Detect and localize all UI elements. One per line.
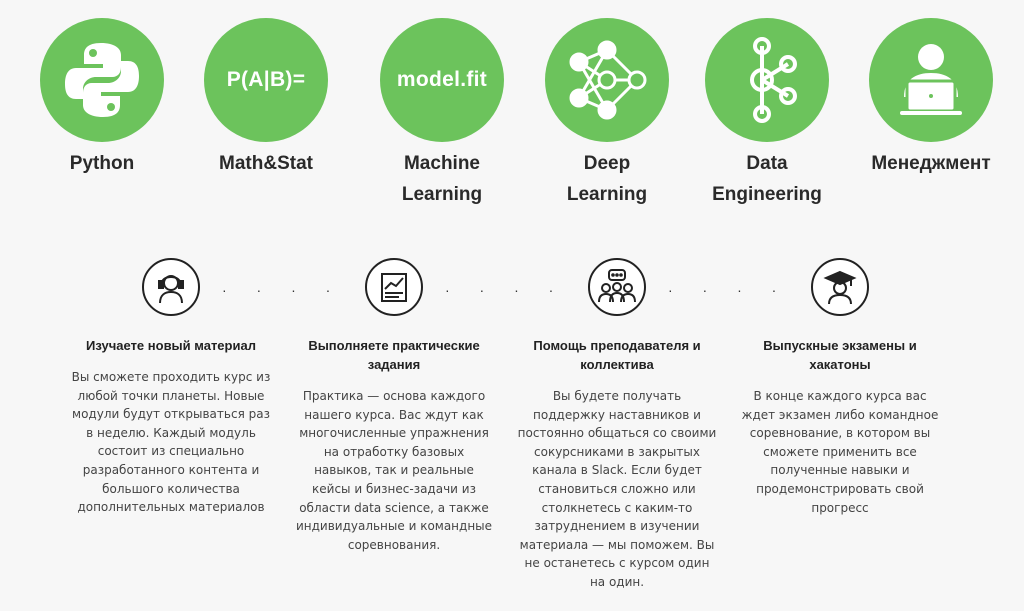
step-description: Вы будете получать поддержку наставников… — [517, 389, 717, 589]
data-graph-icon — [705, 18, 829, 142]
topic-label: Data Engineering — [712, 153, 822, 205]
topic-label: Deep Learning — [566, 153, 648, 205]
step-title: Изучаете новый материал — [86, 338, 256, 353]
step-practice: Выполняете практические задания Практика… — [294, 258, 494, 554]
formula-text: P(A|B)= — [226, 68, 306, 91]
step-study: Изучаете новый материал Вы сможете прохо… — [71, 258, 271, 517]
topic-deep-learning: Deep Learning — [532, 18, 682, 210]
step-title: Выпускные экзамены и хакатоны — [763, 338, 917, 372]
person-laptop-icon — [869, 18, 993, 142]
model-fit-icon: model.fit — [380, 18, 504, 142]
math-formula-icon: P(A|B)= — [204, 18, 328, 142]
topic-machine-learning: model.fit Machine Learning — [367, 18, 517, 210]
topic-label: Python — [69, 153, 135, 174]
step-description: Практика — основа каждого нашего курса. … — [295, 389, 493, 552]
group-chat-icon — [588, 258, 646, 316]
model-fit-text: model.fit — [396, 68, 488, 91]
topic-data-engineering: Data Engineering — [692, 18, 842, 210]
graduate-icon — [811, 258, 869, 316]
step-description: Вы сможете проходить курс из любой точки… — [71, 370, 271, 515]
step-connector-dots: · · · · — [668, 282, 790, 298]
step-connector-dots: · · · · — [222, 282, 344, 298]
python-logo-icon — [40, 18, 164, 142]
step-support: Помощь преподавателя и коллектива Вы буд… — [517, 258, 717, 592]
neural-network-icon — [545, 18, 669, 142]
step-title: Выполняете практические задания — [308, 338, 480, 372]
topic-label: Machine Learning — [401, 153, 483, 205]
step-exams: Выпускные экзамены и хакатоны В конце ка… — [740, 258, 940, 517]
step-connector-dots: · · · · — [445, 282, 567, 298]
step-description: В конце каждого курса вас ждет экзамен л… — [741, 389, 939, 515]
topic-python: Python — [27, 18, 177, 179]
topic-label: Math&Stat — [219, 153, 313, 174]
topic-label: Менеджмент — [871, 153, 991, 174]
step-title: Помощь преподавателя и коллектива — [533, 338, 701, 372]
topic-management: Менеджмент — [856, 18, 1006, 179]
chart-board-icon — [365, 258, 423, 316]
headset-user-icon — [142, 258, 200, 316]
topic-math-stat: P(A|B)= Math&Stat — [191, 18, 341, 179]
